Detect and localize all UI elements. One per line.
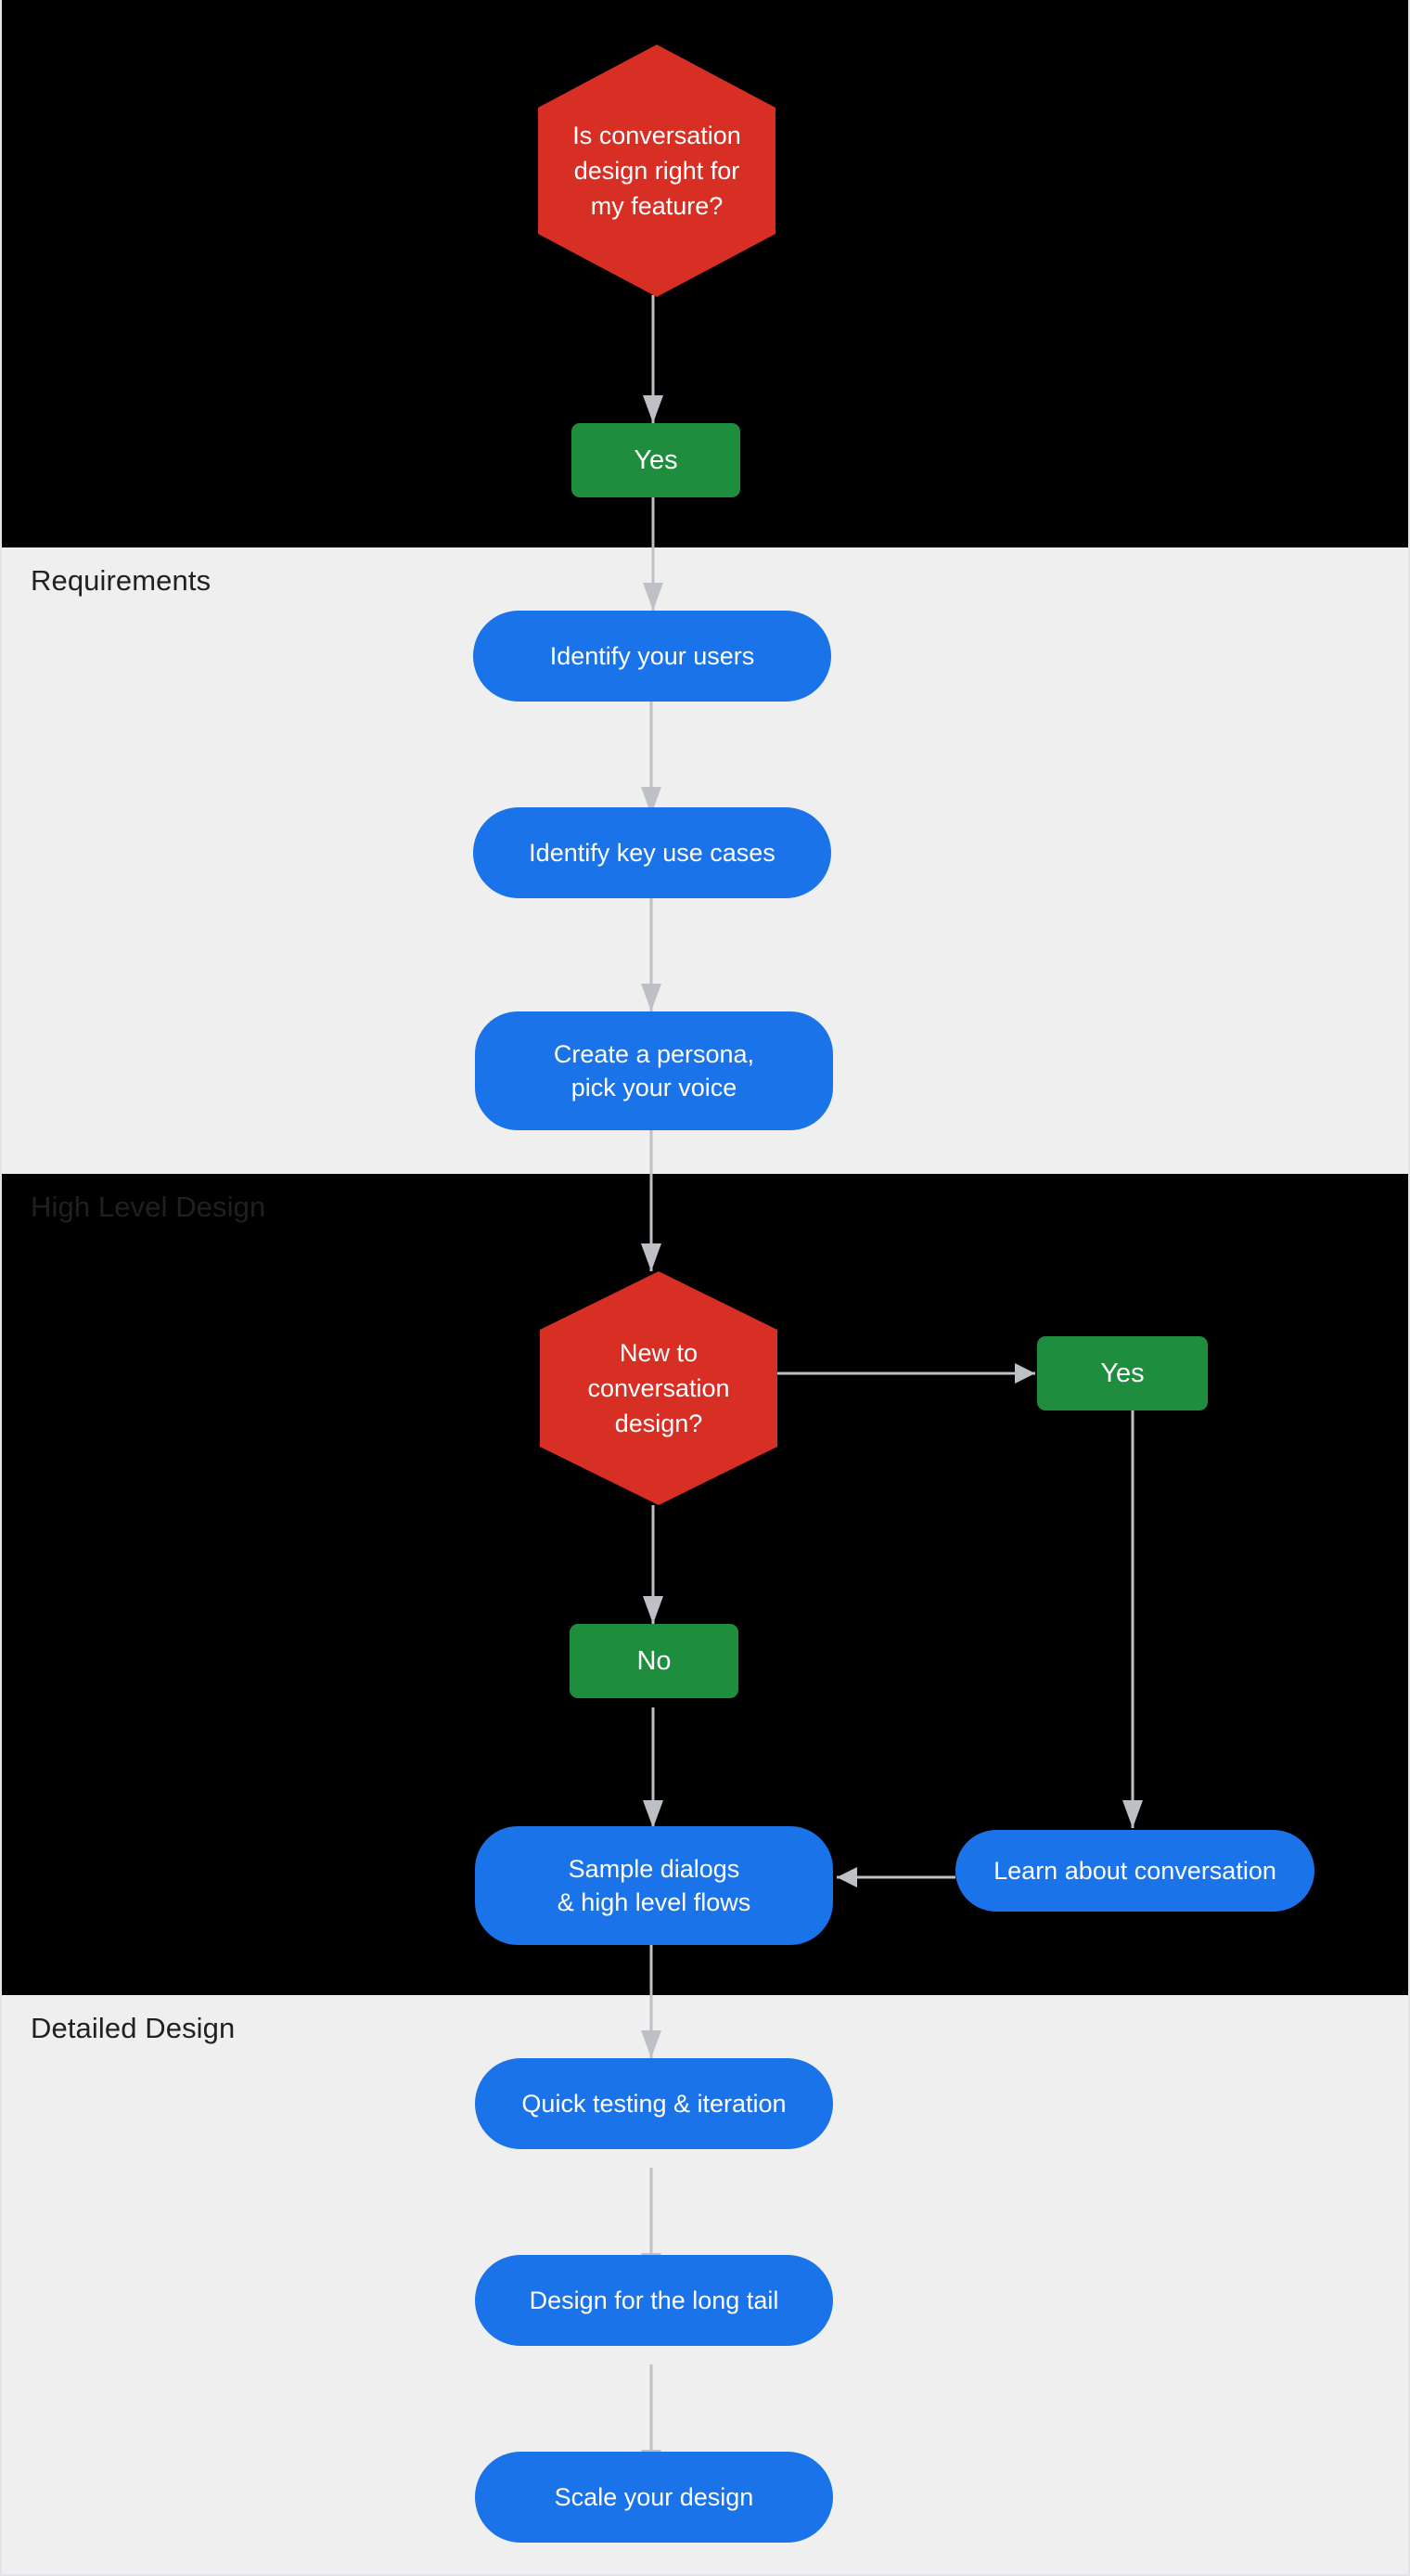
decision-text-line-1: New to [619, 1338, 699, 1367]
step-node-identify-your-users[interactable]: Identify your users [473, 611, 831, 702]
step-label: Design for the long tail [529, 2286, 779, 2314]
step-node-create-a-persona[interactable]: Create a persona, pick your voice [475, 1011, 833, 1130]
decision-node-new-to-conversation-design[interactable]: New to conversation design? [540, 1271, 777, 1505]
decision-text-line-3: my feature? [590, 192, 724, 221]
step-label: Learn about conversation [993, 1856, 1276, 1885]
step-label-line-2: & high level flows [557, 1888, 751, 1916]
answer-node-yes-1[interactable]: Yes [571, 423, 740, 497]
answer-label: Yes [634, 444, 678, 475]
answer-node-no[interactable]: No [570, 1624, 738, 1698]
step-node-scale-your-design[interactable]: Scale your design [475, 2452, 833, 2543]
step-node-sample-dialogs-and-high-level-flows[interactable]: Sample dialogs & high level flows [475, 1826, 833, 1945]
step-label-line-1: Create a persona, [553, 1039, 755, 1068]
decision-text-line-1: Is conversation [572, 121, 741, 149]
step-label: Quick testing & iteration [521, 2089, 787, 2118]
step-node-learn-about-conversation[interactable]: Learn about conversation [955, 1830, 1314, 1912]
decision-text-line-2: conversation [587, 1373, 730, 1402]
section-label-detailed-design: Detailed Design [31, 2012, 236, 2044]
step-node-quick-testing-and-iteration[interactable]: Quick testing & iteration [475, 2058, 833, 2149]
answer-node-yes-2[interactable]: Yes [1037, 1336, 1208, 1410]
answer-label: Yes [1100, 1358, 1145, 1388]
step-node-design-for-the-long-tail[interactable]: Design for the long tail [475, 2255, 833, 2346]
step-label: Scale your design [554, 2482, 754, 2511]
decision-text-line-3: design? [614, 1410, 703, 1438]
decision-text-line-2: design right for [573, 156, 740, 185]
step-label: Identify key use cases [529, 838, 776, 867]
decision-node-is-conversation-design-right[interactable]: Is conversation design right for my feat… [538, 45, 776, 297]
step-label: Identify your users [549, 641, 755, 670]
section-label-requirements: Requirements [31, 564, 212, 597]
step-node-identify-key-use-cases[interactable]: Identify key use cases [473, 807, 831, 898]
section-label-high-level-design: High Level Design [31, 1191, 266, 1223]
answer-label: No [636, 1645, 672, 1676]
step-label-line-1: Sample dialogs [568, 1854, 740, 1883]
step-label-line-2: pick your voice [570, 1074, 737, 1101]
